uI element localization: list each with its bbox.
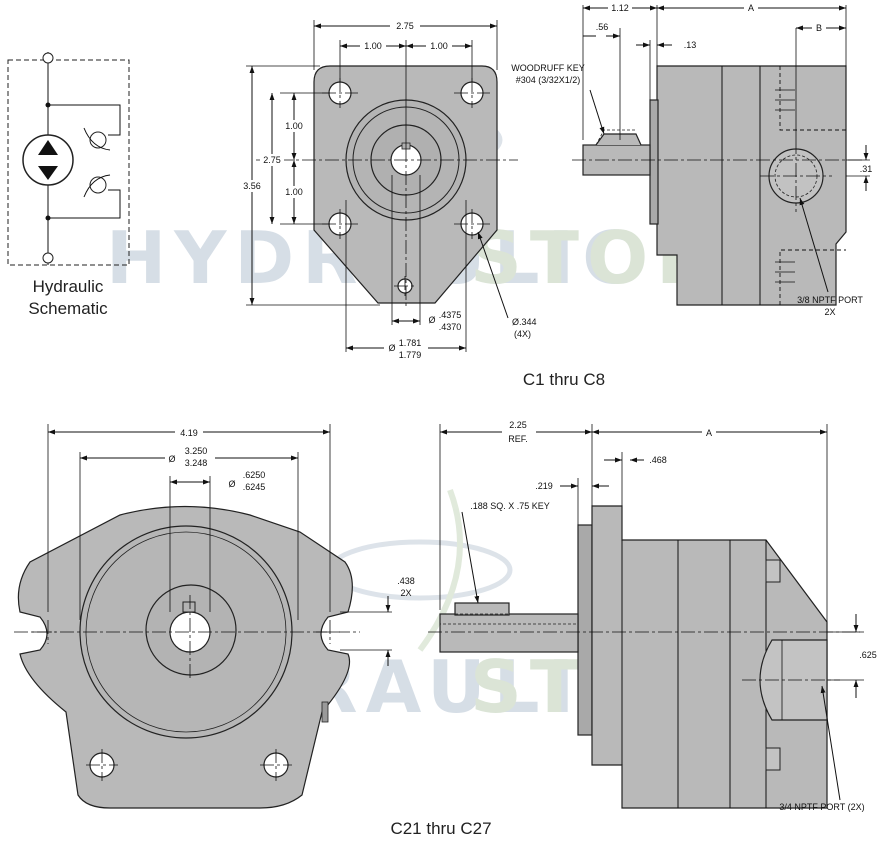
dim-v-100-top: 1.00 — [285, 121, 303, 131]
dim-shaft-dia-b: .4370 — [439, 322, 462, 332]
top-front-view: 2.75 1.00 1.00 3.56 2.75 1.00 1.00 Ø .43… — [240, 20, 605, 389]
dim-len-a: A — [748, 3, 754, 13]
dim-pilot-b: 3.248 — [185, 458, 208, 468]
caption-bottom: C21 thru C27 — [390, 819, 491, 838]
dim-width-419: 4.19 — [180, 428, 198, 438]
dim-shaft-b: .6245 — [243, 482, 266, 492]
top-side-view: 1.12 A .56 .13 B WOODRUFF KEY #304 (3/32… — [511, 2, 872, 317]
dim-bolt-100-right: 1.00 — [430, 41, 448, 51]
hydraulic-schematic: Hydraulic Schematic — [7, 52, 130, 318]
pump-arrow-down-icon — [38, 166, 58, 180]
dim-shaft-dia-a: .4375 — [439, 310, 462, 320]
dim-slot-2x: 2X — [400, 588, 411, 598]
dim-height-356: 3.56 — [243, 181, 261, 191]
dim-hole-dia: Ø.344 — [512, 317, 537, 327]
dim-ref: REF. — [508, 434, 528, 444]
dim-symbol: Ø — [168, 454, 175, 464]
caption-top: C1 thru C8 — [523, 370, 605, 389]
dim-len-225: 2.25 — [509, 420, 527, 430]
dim-pilot-dia-a: 1.781 — [399, 338, 422, 348]
dim-slot-438: .438 — [397, 576, 415, 586]
dim-bolt-100-left: 1.00 — [364, 41, 382, 51]
key-label-line2: #304 (3/32X1/2) — [516, 75, 581, 85]
dim-len-56: .56 — [596, 22, 609, 32]
port-label: 3/4 NPTF PORT (2X) — [779, 802, 864, 812]
dim-len-b: B — [816, 23, 822, 33]
dim-len-a: A — [706, 428, 712, 438]
schematic-label-line2: Schematic — [28, 299, 108, 318]
schematic-label-line1: Hydraulic — [33, 277, 104, 296]
dim-port-offset: .625 — [859, 650, 877, 660]
dim-symbol: Ø — [388, 343, 395, 353]
dim-height-275: 2.75 — [263, 155, 281, 165]
dim-port-offset: .31 — [860, 164, 873, 174]
pump-arrow-up-icon — [38, 140, 58, 155]
bottom-side-view: 2.25 REF. A .219 .468 .188 SQ. X .75 KEY… — [390, 420, 876, 838]
dim-pilot-a: 3.250 — [185, 446, 208, 456]
key-label-line1: WOODRUFF KEY — [511, 63, 585, 73]
dim-hole-count: (4X) — [514, 329, 531, 339]
dim-len-468: .468 — [649, 455, 667, 465]
dim-len-219: .219 — [535, 481, 553, 491]
dim-len-13: .13 — [684, 40, 697, 50]
dim-len-112: 1.12 — [611, 3, 629, 13]
dim-v-100-bottom: 1.00 — [285, 187, 303, 197]
dim-symbol: Ø — [228, 479, 235, 489]
key-label: .188 SQ. X .75 KEY — [470, 501, 550, 511]
port-label-line1: 3/8 NPTF PORT — [797, 295, 863, 305]
port-label-line2: 2X — [824, 307, 835, 317]
bottom-front-view: 4.19 Ø 3.250 3.248 Ø .6250 .6245 .438 2X — [14, 424, 415, 809]
dim-pilot-dia-b: 1.779 — [399, 350, 422, 360]
dim-symbol: Ø — [428, 315, 435, 325]
dim-width-275: 2.75 — [396, 21, 414, 31]
dim-shaft-a: .6250 — [243, 470, 266, 480]
